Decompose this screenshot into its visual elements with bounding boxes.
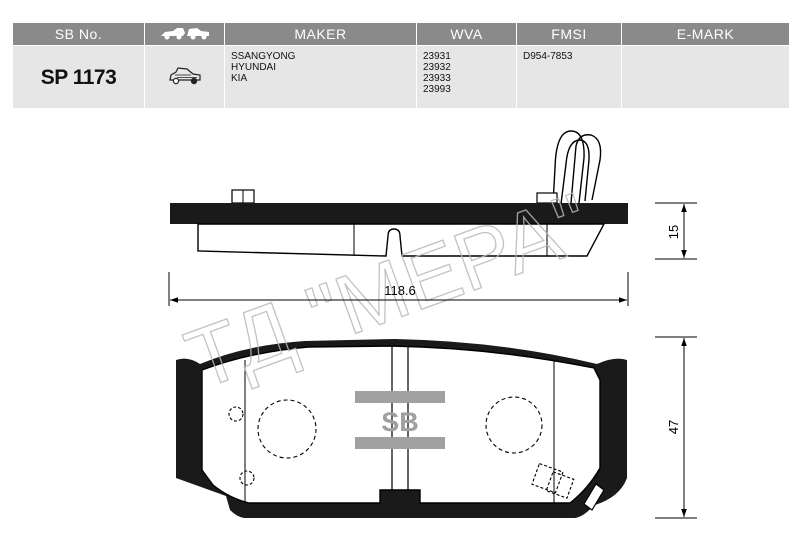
- spec-table: SB No. MAKER WVA FMSI E-MARK SP 1173: [12, 22, 790, 109]
- maker-item: KIA: [231, 73, 248, 84]
- header-car-icon-cell: [144, 22, 225, 46]
- maker-item: SSANGYONG: [231, 51, 296, 62]
- width-dimension: 118.6: [168, 272, 629, 306]
- spec-data-row: SP 1173 SSANGYONG HYUNDAI KIA 23931 2393…: [12, 45, 790, 109]
- brake-pad-drawing: SB ТД "МЕРА" 118.6 15 47: [168, 130, 697, 519]
- piston-circle-left: [257, 399, 317, 459]
- pad-side-view: [170, 130, 628, 257]
- sensor-mount-box: [531, 462, 564, 494]
- sb-logo: SB: [381, 407, 419, 437]
- sensor-tab: [583, 483, 605, 511]
- pin-hole-bottom-left: [239, 470, 255, 486]
- pin-hole-top-left: [228, 406, 244, 422]
- wva-item: 23931: [423, 51, 451, 62]
- car-axle-icon: [160, 27, 209, 39]
- friction-material: [197, 223, 606, 257]
- pad-front-view: SB: [176, 339, 627, 518]
- wva-item: 23933: [423, 73, 451, 84]
- width-dimension-label: 118.6: [384, 283, 416, 298]
- emark-value: [621, 45, 790, 109]
- wva-item: 23932: [423, 62, 451, 73]
- piston-circle-right: [485, 396, 543, 454]
- rear-axle-car-icon: [168, 66, 201, 84]
- wear-sensor-clip: [552, 130, 602, 205]
- friction-pad-front: [201, 345, 601, 504]
- header-emark: E-MARK: [621, 22, 790, 46]
- maker-list: SSANGYONG HYUNDAI KIA: [224, 45, 417, 109]
- wva-list: 23931 23932 23933 23993: [416, 45, 517, 109]
- header-sb-no: SB No.: [12, 22, 145, 46]
- maker-item: HYUNDAI: [231, 62, 277, 73]
- thickness-dimension-label: 15: [666, 225, 681, 239]
- header-maker: MAKER: [224, 22, 417, 46]
- fmsi-value: D954-7853: [516, 45, 622, 109]
- sb-number: SP 1173: [12, 45, 145, 109]
- height-dimension-label: 47: [666, 420, 681, 434]
- car-icon-cell: [144, 45, 225, 109]
- sb-logo-bar-top: [355, 391, 445, 403]
- thickness-dimension: 15: [655, 202, 697, 260]
- wva-item: 23993: [423, 84, 451, 95]
- backing-plate: [170, 203, 628, 224]
- spec-header-row: SB No. MAKER WVA FMSI E-MARK: [12, 22, 790, 46]
- sensor-mount-box: [545, 471, 575, 499]
- height-dimension: 47: [655, 336, 697, 519]
- header-fmsi: FMSI: [516, 22, 622, 46]
- sb-logo-bar-bottom: [355, 437, 445, 449]
- header-wva: WVA: [416, 22, 517, 46]
